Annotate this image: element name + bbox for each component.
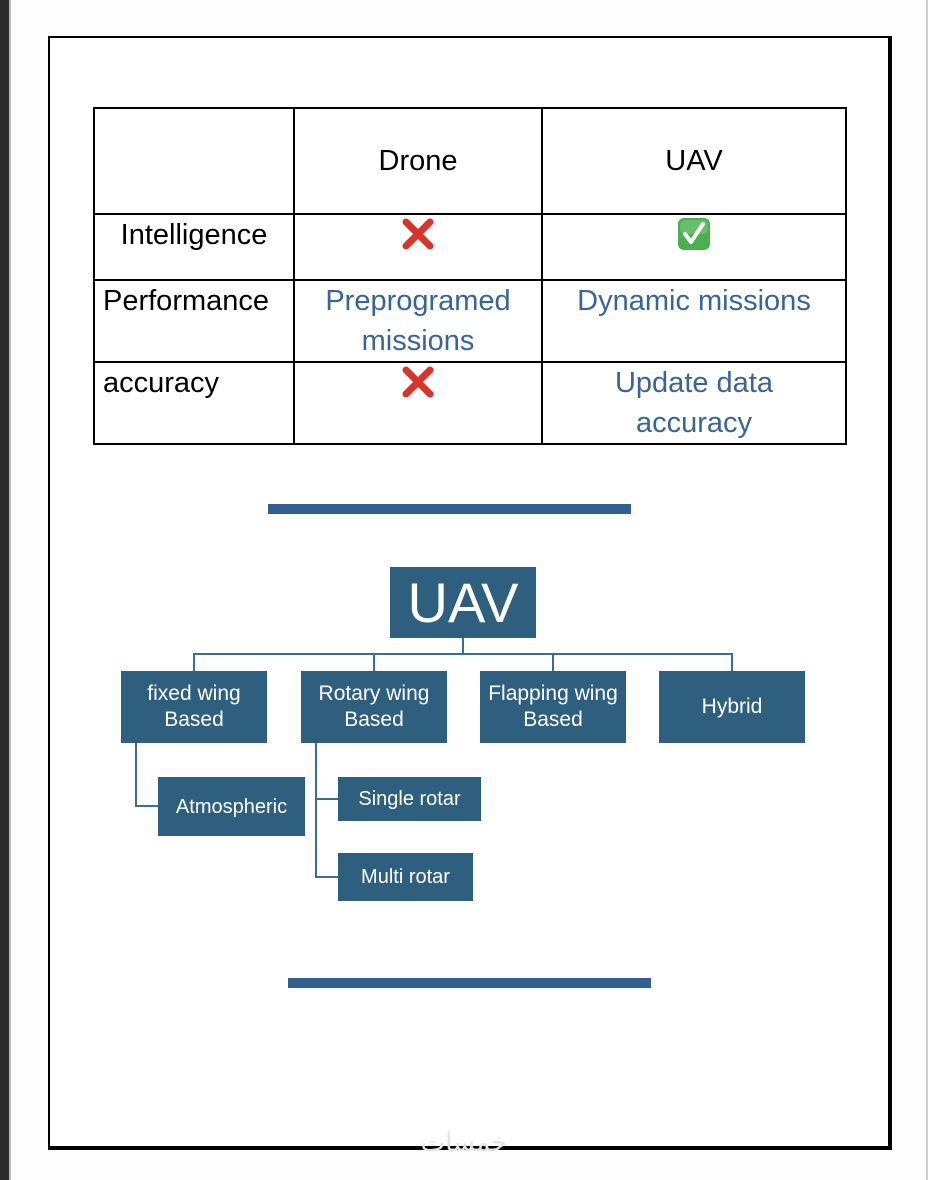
connector [193, 653, 195, 671]
row-label-performance: Performance [103, 285, 270, 317]
cross-mark-icon [402, 366, 434, 398]
viewer-left-sidebar [0, 0, 9, 1180]
connector [373, 653, 375, 671]
org-node-fixed-wing: fixed wing Based [121, 671, 267, 743]
check-mark-icon [678, 218, 710, 250]
connector [462, 638, 464, 654]
connector [315, 798, 338, 800]
connector [315, 876, 338, 878]
header-cell-uav: UAV [541, 107, 847, 215]
row-label-intelligence: Intelligence [120, 219, 268, 251]
connector [552, 653, 554, 671]
org-node-flapping-wing: Flapping wing Based [480, 671, 626, 743]
cross-mark-icon [402, 218, 434, 250]
connector [193, 653, 733, 655]
org-node-multi-rotar: Multi rotar [338, 853, 473, 901]
header-cell-drone: Drone [293, 107, 543, 215]
org-node-root: UAV [390, 567, 536, 638]
watermark-text: خمسات [420, 1128, 508, 1158]
table-header-row: Drone UAV [93, 107, 847, 215]
sidebar-divider [9, 0, 11, 1180]
table-row: Intelligence [93, 213, 847, 281]
org-node-rotary-wing: Rotary wing Based [301, 671, 447, 743]
connector [731, 653, 733, 671]
table-row: accuracy Update data accuracy [93, 361, 847, 445]
row-label-accuracy: accuracy [103, 367, 220, 399]
org-node-hybrid: Hybrid [659, 671, 805, 743]
viewer-scrollbar-track[interactable] [926, 0, 928, 1180]
comparison-table: Drone UAV Intelligence Performance Prepr… [93, 107, 847, 445]
org-node-single-rotar: Single rotar [338, 777, 481, 821]
uav-accuracy-value: Update data accuracy [614, 367, 773, 439]
table-row: Performance Preprogramed missions Dynami… [93, 279, 847, 363]
connector [135, 805, 158, 807]
header-cell-empty [93, 107, 295, 215]
section-divider [288, 978, 651, 988]
section-divider [268, 504, 631, 514]
uav-performance-value: Dynamic missions [577, 285, 811, 317]
org-node-atmospheric: Atmospheric [158, 777, 305, 836]
connector [315, 743, 317, 878]
document-page: Drone UAV Intelligence Performance Prepr… [48, 36, 892, 1150]
connector [135, 743, 137, 807]
drone-performance-value: Preprogramed missions [325, 285, 511, 357]
